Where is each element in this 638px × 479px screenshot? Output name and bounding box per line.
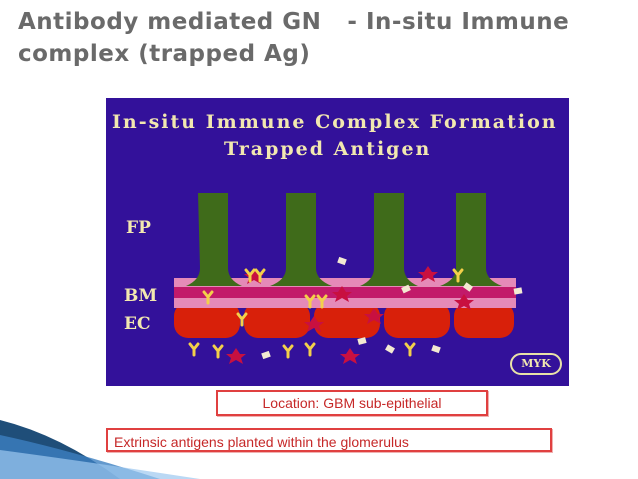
figure-heading: In-situ Immune Complex Formation (112, 111, 558, 133)
slide-title: Antibody mediated GN - In-situ Immune com… (18, 6, 628, 70)
decorative-swoosh (0, 420, 200, 479)
slide-title-line1: Antibody mediated GN (18, 9, 322, 35)
endothelial-cells (174, 302, 514, 338)
slide-title-line2: complex (trapped Ag) (18, 41, 311, 67)
location-callout: Location: GBM sub-epithelial (216, 390, 488, 416)
label-basement-membrane: BM (124, 286, 158, 306)
slide-title-suffix: - In-situ Immune (347, 9, 570, 35)
figure-subheading: Trapped Antigen (224, 138, 432, 160)
antibodies (188, 268, 464, 359)
author-badge: MYK (510, 353, 562, 375)
antigens (261, 256, 523, 360)
label-foot-process: FP (126, 218, 151, 238)
glomerulus-diagram (174, 193, 523, 364)
extrinsic-antigen-callout: Extrinsic antigens planted within the gl… (106, 428, 552, 452)
label-endothelial-cell: EC (124, 314, 151, 334)
podocyte-foot-processes (186, 193, 502, 286)
in-situ-immune-complex-figure: In-situ Immune Complex Formation Trapped… (106, 98, 569, 386)
